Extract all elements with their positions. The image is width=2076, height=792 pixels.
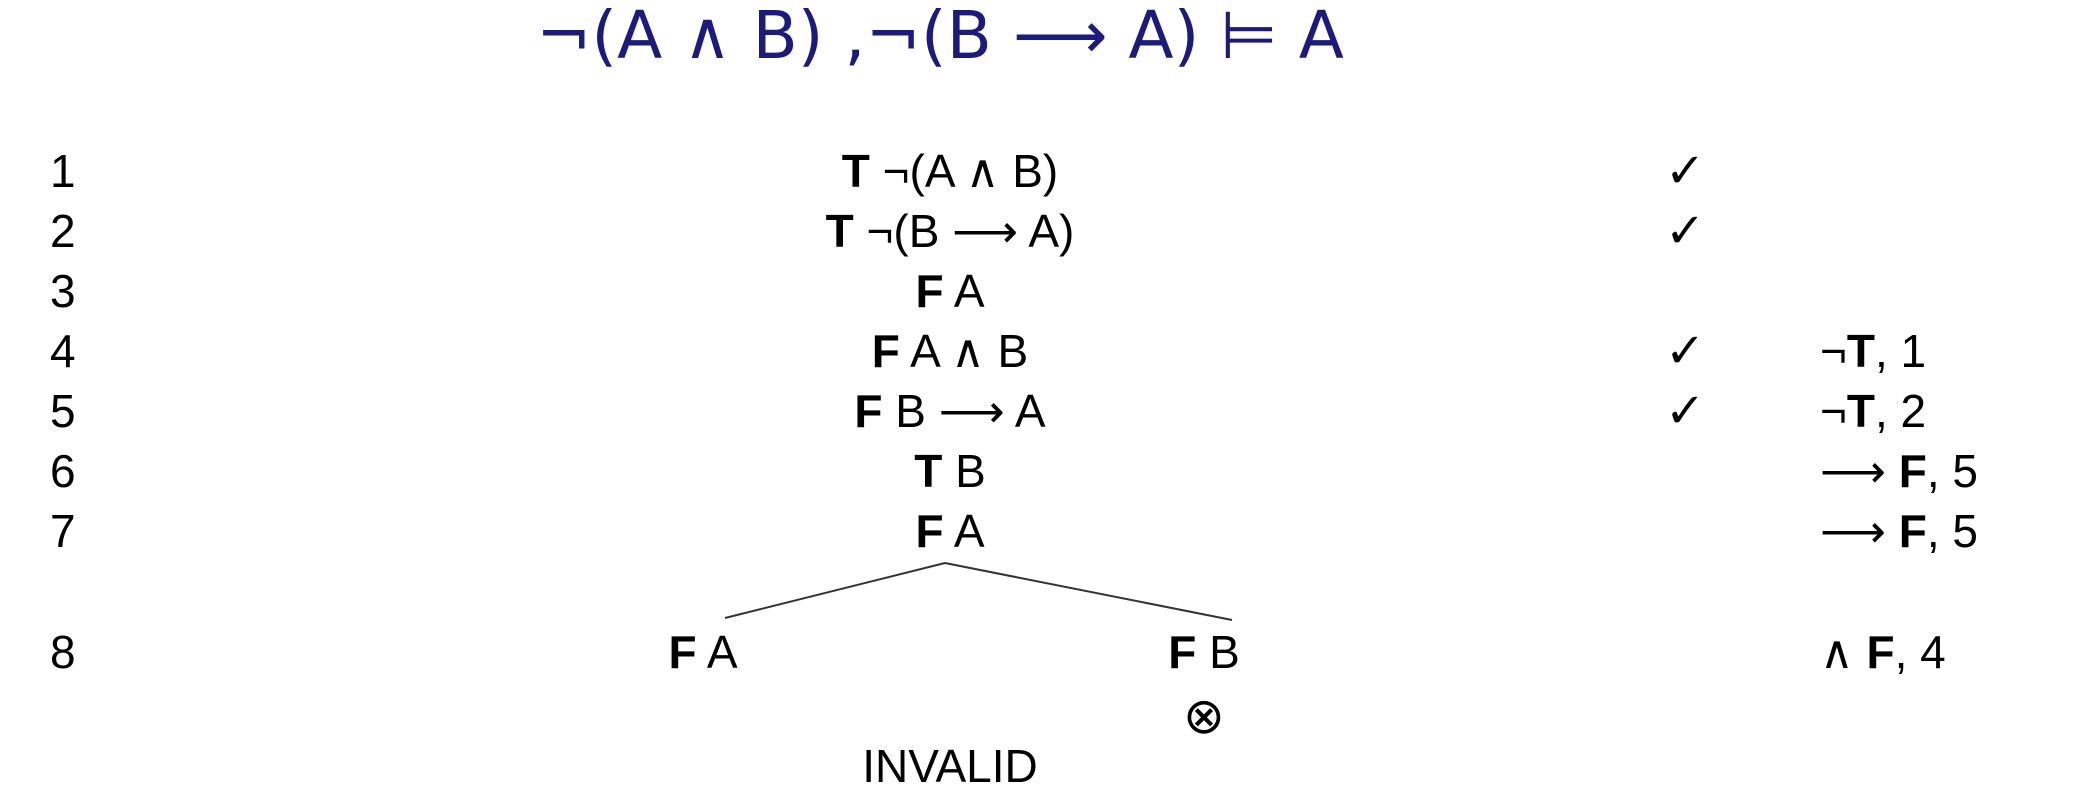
row-number: 5	[50, 385, 76, 437]
rule-justification: ⟶ F, 5	[1820, 503, 1978, 559]
row-number: 4	[50, 325, 76, 377]
rule-sign: T	[1846, 385, 1875, 437]
sign: F	[668, 626, 697, 678]
rule-sign: F	[1898, 505, 1927, 557]
signed-formula: F A	[500, 263, 1400, 319]
left-branch-formula: F A	[553, 624, 853, 680]
row-number: 7	[50, 505, 76, 557]
sign: F	[915, 265, 944, 317]
signed-formula: T ¬(B ⟶ A)	[500, 203, 1400, 259]
rule-connective: ⟶	[1820, 445, 1899, 497]
row-number: 1	[50, 145, 76, 197]
rule-connective: ¬	[1820, 385, 1847, 437]
row-number: 6	[50, 445, 76, 497]
formula: ¬(B ⟶ A)	[866, 205, 1075, 257]
rule-reference: , 4	[1894, 626, 1946, 678]
sign: F	[1168, 626, 1197, 678]
rule-sign: F	[1866, 626, 1895, 678]
rule-sign: F	[1898, 445, 1927, 497]
rule-connective: ∧	[1820, 626, 1867, 678]
formula: B	[1209, 626, 1240, 678]
sign: F	[871, 325, 900, 377]
row-number: 2	[50, 205, 76, 257]
rule-justification: ⟶ F, 5	[1820, 443, 1978, 499]
right-branch-formula: F B	[1054, 624, 1354, 680]
sign: T	[825, 205, 854, 257]
closed-branch-icon: ⊗	[1183, 687, 1225, 745]
formula: A	[953, 265, 985, 317]
rule-sign: T	[1846, 325, 1875, 377]
rule-reference: , 1	[1874, 325, 1927, 377]
signed-formula: F A ∧ B	[500, 323, 1400, 379]
formula: B ⟶ A	[895, 385, 1046, 437]
signed-formula: T B	[500, 443, 1400, 499]
verdict-label: INVALID	[862, 740, 1038, 792]
check-mark: ✓	[1665, 203, 1706, 259]
formula: A	[953, 505, 985, 557]
formula: B	[955, 445, 986, 497]
left-branch-line	[724, 562, 946, 619]
rule-reference: , 2	[1874, 385, 1927, 437]
rule-reference: , 5	[1926, 505, 1978, 557]
formula: A	[706, 626, 738, 678]
signed-formula: F B ⟶ A	[500, 383, 1400, 439]
formula: ¬(A ∧ B)	[882, 145, 1059, 197]
signed-formula: T ¬(A ∧ B)	[500, 143, 1400, 199]
rule-reference: , 5	[1926, 445, 1978, 497]
check-mark: ✓	[1665, 323, 1706, 379]
rule-justification: ¬T, 1	[1820, 323, 1926, 379]
sign: T	[841, 145, 870, 197]
rule-justification: ∧ F, 4	[1820, 624, 1946, 680]
sign: F	[915, 505, 944, 557]
row-number: 3	[50, 265, 76, 317]
sign: F	[854, 385, 883, 437]
rule-connective: ⟶	[1820, 505, 1899, 557]
sign: T	[914, 445, 943, 497]
sequent-title: ¬(A ∧ B) ,¬(B ⟶ A) ⊨ A	[536, 0, 1344, 74]
rule-justification: ¬T, 2	[1820, 383, 1926, 439]
row-number: 8	[50, 626, 76, 678]
signed-formula: F A	[500, 503, 1400, 559]
rule-connective: ¬	[1820, 325, 1847, 377]
check-mark: ✓	[1665, 143, 1706, 199]
formula: A ∧ B	[910, 325, 1029, 377]
right-branch-line	[944, 562, 1233, 621]
check-mark: ✓	[1665, 383, 1706, 439]
